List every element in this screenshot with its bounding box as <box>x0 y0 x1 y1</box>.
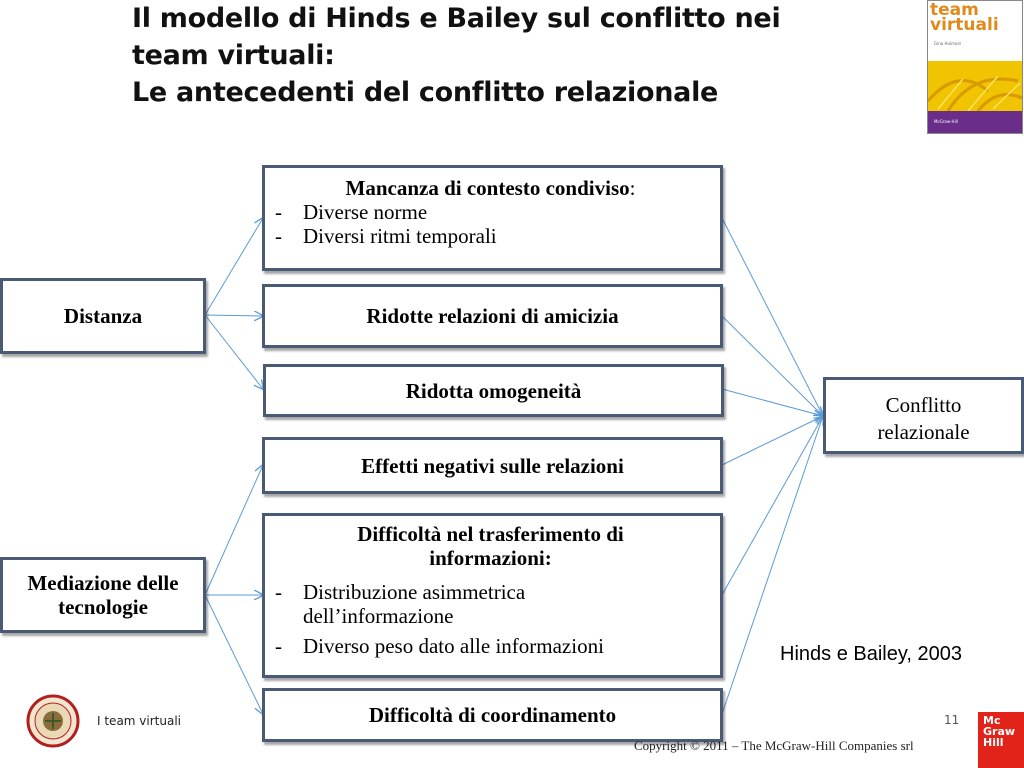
box-effetti-label: Effetti negativi sulle relazioni <box>361 453 624 478</box>
box-contesto-list: Diverse norme Diversi ritmi temporali <box>269 200 712 248</box>
box-trasferimento-list: Distribuzione asimmetrica dell’informazi… <box>269 580 712 658</box>
box-trasferimento-heading: Difficoltà nel trasferimento di informaz… <box>357 522 624 570</box>
box-effetti: Effetti negativi sulle relazioni <box>262 437 723 494</box>
book-cover-publisher: McGraw-Hill <box>934 119 958 124</box>
box-mediazione: Mediazione delle tecnologie <box>0 557 206 633</box>
box-omogeneita-label: Ridotta omogeneità <box>405 379 582 403</box>
list-item: Diversi ritmi temporali <box>269 224 712 248</box>
box-omogeneita: Ridotta omogeneità <box>263 364 724 417</box>
list-item: Diverso peso dato alle informazioni <box>269 634 712 658</box>
footer-label: I team virtuali <box>97 714 181 728</box>
copyright-notice: Copyright © 2011 – The McGraw-Hill Compa… <box>634 738 914 753</box>
box-contesto: Mancanza di contesto condiviso: Diverse … <box>262 165 723 271</box>
university-seal-icon <box>26 694 80 748</box>
page-number: 11 <box>944 713 960 727</box>
arrow-omogeneita-conflitto <box>721 388 823 416</box>
arrow-contesto-conflitto <box>721 217 823 416</box>
book-cover-image: team virtuali Gina Hulmani McGraw-Hill <box>927 0 1023 134</box>
arrow-amicizia-conflitto <box>721 315 823 416</box>
arrow-distanza-contesto <box>204 218 263 316</box>
slide-title: Il modello di Hinds e Bailey sul conflit… <box>132 0 952 111</box>
slide-title-line-3: Le antecedenti del conflitto relazionale <box>132 77 719 108</box>
citation: Hinds e Bailey, 2003 <box>780 643 962 665</box>
arrow-mediazione-coordinamento <box>204 594 263 714</box>
slide-title-line-1: Il modello di Hinds e Bailey sul conflit… <box>132 3 781 34</box>
list-item: Diverse norme <box>269 200 712 224</box>
box-coordinamento-label: Difficoltà di coordinamento <box>368 703 617 727</box>
arrow-mediazione-effetti <box>204 465 263 596</box>
arrow-distanza-amicizia <box>204 315 263 316</box>
list-item: Distribuzione asimmetrica dell’informazi… <box>269 580 712 628</box>
box-amicizia-label: Ridotte relazioni di amicizia <box>366 304 619 328</box>
arrow-effetti-conflitto <box>721 416 823 466</box>
box-trasferimento: Difficoltà nel trasferimento di informaz… <box>262 513 723 678</box>
slide-title-line-2: team virtuali: <box>132 40 335 71</box>
box-distanza: Distanza <box>0 278 206 354</box>
arrow-distanza-omogeneita <box>204 314 263 389</box>
book-cover-author: Gina Hulmani <box>934 41 962 46</box>
arrow-trasferimento-conflitto <box>721 416 823 596</box>
box-amicizia: Ridotte relazioni di amicizia <box>262 284 723 348</box>
box-conflitto-label: Conflitto relazionale <box>877 393 970 444</box>
book-cover-title: team virtuali <box>930 0 999 35</box>
box-coordinamento: Difficoltà di coordinamento <box>262 688 723 742</box>
palm-leaves-graphic <box>928 75 1022 112</box>
box-distanza-label: Distanza <box>63 304 143 328</box>
arrow-coordinamento-conflitto <box>721 416 823 715</box>
mcgraw-hill-logo: Mc Graw Hill <box>978 712 1024 768</box>
box-contesto-heading: Mancanza di contesto condiviso: <box>345 176 636 200</box>
box-conflitto: Conflitto relazionale <box>823 377 1024 454</box>
box-mediazione-label: Mediazione delle tecnologie <box>27 571 179 619</box>
